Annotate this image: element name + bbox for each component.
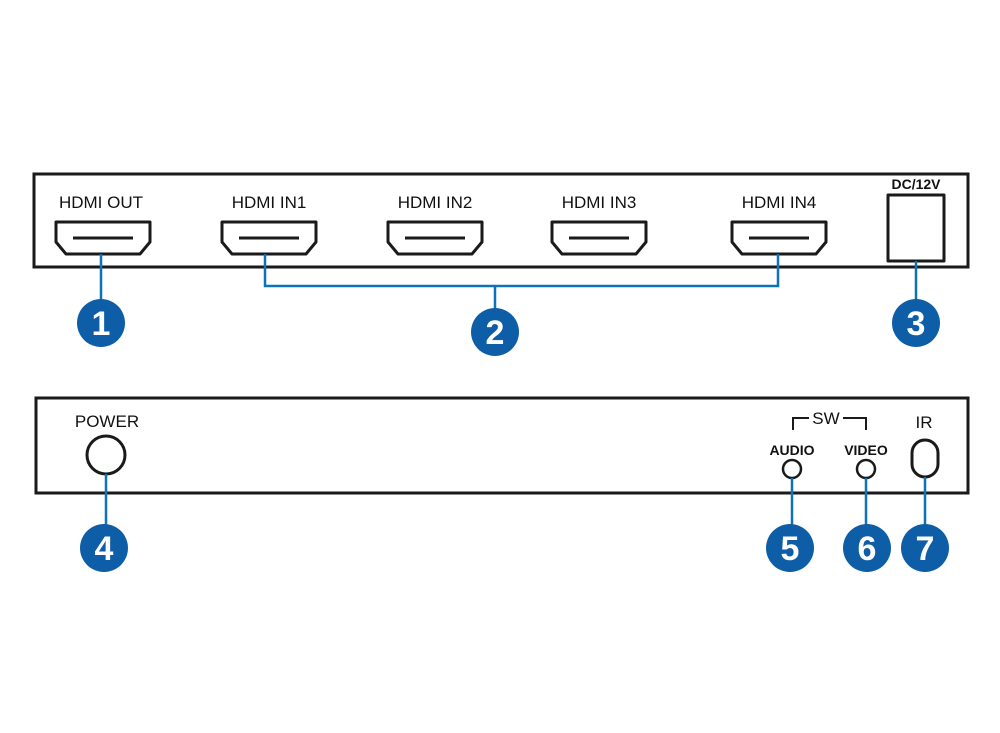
leader-bracket-2	[263, 254, 780, 288]
hdmi-in3-connector-icon	[550, 220, 648, 256]
hdmi-in2-connector-icon	[386, 220, 484, 256]
hdmi-out-label: HDMI OUT	[59, 193, 143, 212]
callout-6-number: 6	[858, 530, 877, 568]
callout-6-badge	[843, 524, 891, 572]
hdmi-in3-port: HDMI IN3	[550, 193, 648, 256]
callout-1-number: 1	[92, 305, 111, 343]
ir-label: IR	[916, 413, 933, 432]
audio-switch-icon	[781, 458, 803, 480]
hdmi-in4-connector-icon	[730, 220, 828, 256]
sw-bracket-right	[843, 417, 867, 430]
front-panel: HDMI OUT HDMI IN1 HDMI IN2 HDMI IN3 HDMI…	[32, 172, 970, 269]
power-button: POWER	[75, 412, 139, 476]
hdmi-in4-port: HDMI IN4	[730, 193, 828, 256]
rear-panel-outline	[34, 396, 970, 495]
callout-1-badge	[77, 299, 125, 347]
video-label: VIDEO	[844, 442, 888, 458]
dc-jack-icon	[886, 193, 946, 263]
rear-leader-lines	[104, 474, 927, 526]
callout-3: 3	[892, 299, 940, 347]
callout-4-badge	[80, 524, 128, 572]
video-switch: VIDEO	[844, 442, 888, 480]
callout-4-number: 4	[95, 530, 114, 568]
ir-receiver: IR	[910, 413, 940, 479]
front-leader-lines	[99, 254, 918, 310]
rear-panel: POWER SW AUDIO VIDEO IR	[34, 396, 970, 495]
audio-label: AUDIO	[769, 442, 814, 458]
hdmi-out-port: HDMI OUT	[54, 193, 152, 256]
callout-3-number: 3	[907, 305, 926, 343]
hdmi-in4-label: HDMI IN4	[742, 193, 817, 212]
hdmi-in1-label: HDMI IN1	[232, 193, 307, 212]
dc-power-jack: DC/12V	[886, 176, 946, 263]
hdmi-in2-port: HDMI IN2	[386, 193, 484, 256]
callout-5-number: 5	[781, 530, 800, 568]
callout-6: 6	[843, 524, 891, 572]
audio-switch: AUDIO	[769, 442, 815, 480]
sw-bracket-left	[792, 417, 809, 430]
hdmi-out-connector-icon	[54, 220, 152, 256]
callout-7-badge	[901, 524, 949, 572]
callout-2-number: 2	[486, 314, 505, 352]
callout-4: 4	[80, 524, 128, 572]
sw-label: SW	[812, 409, 839, 428]
callout-2: 2	[471, 308, 519, 356]
ir-sensor-icon	[910, 438, 940, 479]
callout-7-number: 7	[916, 530, 935, 568]
power-button-icon	[85, 434, 127, 476]
dc-12v-label: DC/12V	[891, 176, 941, 192]
hdmi-in2-label: HDMI IN2	[398, 193, 473, 212]
hdmi-in3-label: HDMI IN3	[562, 193, 637, 212]
hdmi-in1-port: HDMI IN1	[220, 193, 318, 256]
callout-1: 1	[77, 299, 125, 347]
video-switch-icon	[855, 458, 877, 480]
callout-2-badge	[471, 308, 519, 356]
callout-3-badge	[892, 299, 940, 347]
callout-7: 7	[901, 524, 949, 572]
callout-5-badge	[766, 524, 814, 572]
power-label: POWER	[75, 412, 139, 431]
hdmi-in1-connector-icon	[220, 220, 318, 256]
switch-group: SW	[792, 409, 867, 430]
callout-5: 5	[766, 524, 814, 572]
front-panel-outline	[32, 172, 970, 269]
